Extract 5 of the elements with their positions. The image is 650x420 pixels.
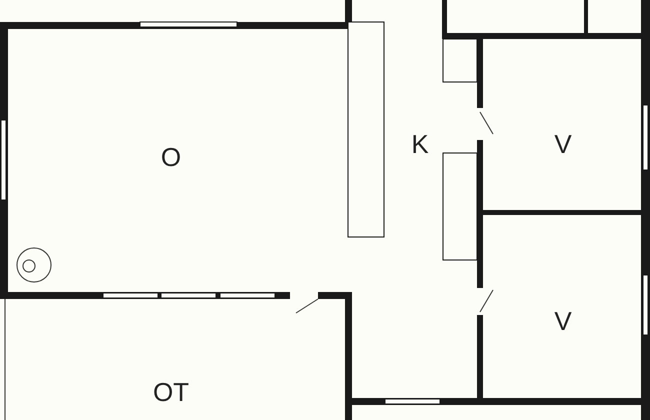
room-label: V xyxy=(554,131,572,157)
room-label: OT xyxy=(152,379,190,405)
room-label: K xyxy=(411,131,429,157)
room-label: V xyxy=(554,308,572,334)
room-label: O xyxy=(160,144,182,170)
